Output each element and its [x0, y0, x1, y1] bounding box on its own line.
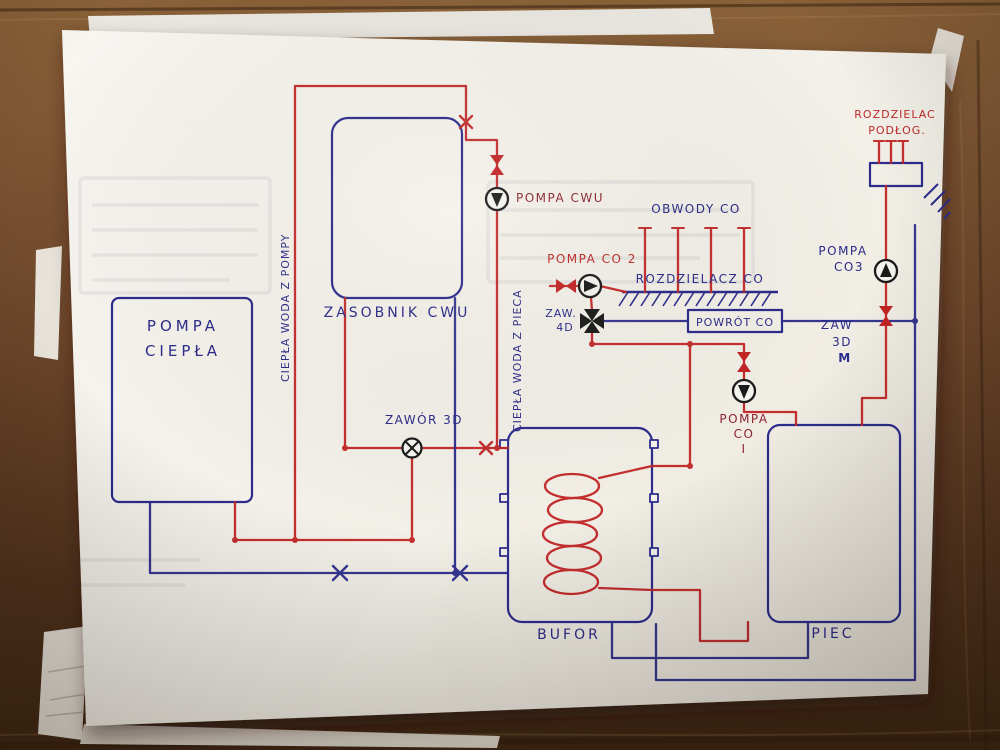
label-pompa-co-i-line1: POMPA — [719, 412, 768, 426]
label-zaw-3d-m-line2: 3D — [832, 335, 852, 349]
label-obwody-co: OBWODY CO — [651, 202, 741, 216]
label-pompa-co-i-line3: I — [741, 442, 746, 456]
label-ciepla-woda-z-pompy: CIEPŁA WODA Z POMPY — [279, 234, 292, 382]
label-piec: PIEC — [811, 626, 854, 642]
co2-to-4d-connector — [589, 295, 594, 313]
label-pompa-co-i-line2: CO — [734, 427, 755, 441]
pompa-co3-pump-symbol — [873, 258, 899, 284]
label-zaw-4d-line1: ZAW. — [545, 307, 577, 320]
zawor-3d-valve-symbol — [401, 437, 423, 459]
label-rozdzielac-podlog-line2: PODŁOG. — [868, 124, 926, 137]
label-zaw-3d-m-line3: M — [838, 351, 851, 365]
label-pompa-cwu: POMPA CWU — [516, 191, 604, 205]
label-pompa-co3-line2: CO3 — [834, 260, 864, 274]
back-sheet-bottom-left — [38, 626, 88, 740]
pompa-co2-pump-symbol — [577, 273, 603, 299]
label-zaw-3d-m-line1: ZAW — [821, 318, 853, 332]
label-zasobnik-cwu: ZASOBNIK CWU — [324, 305, 471, 321]
label-rozdzielacz-co: ROZDZIELACZ CO — [636, 272, 765, 286]
back-sheet-left — [34, 246, 62, 360]
label-zawor-3d: ZAWÓR 3D — [385, 412, 463, 427]
label-zaw-4d-line2: 4D — [556, 321, 573, 334]
label-pompa-ciepla-line2: CIEPŁA — [145, 342, 221, 360]
label-bufor: BUFOR — [537, 627, 601, 643]
label-pompa-co2: POMPA CO 2 — [547, 252, 637, 266]
label-pompa-co3-line1: POMPA — [818, 244, 867, 258]
pompa-cwu-pump-symbol — [484, 186, 510, 212]
pompa-co-i-pump-symbol — [731, 378, 757, 404]
label-rozdzielac-podlog-line1: ROZDZIELAC — [854, 108, 935, 121]
label-ciepla-woda-z-pieca: CIEPŁA WODA Z PIECA — [511, 289, 524, 432]
label-pompa-ciepla-line1: POMPA — [147, 317, 219, 335]
label-powrot-co: POWRÓT CO — [696, 316, 774, 329]
